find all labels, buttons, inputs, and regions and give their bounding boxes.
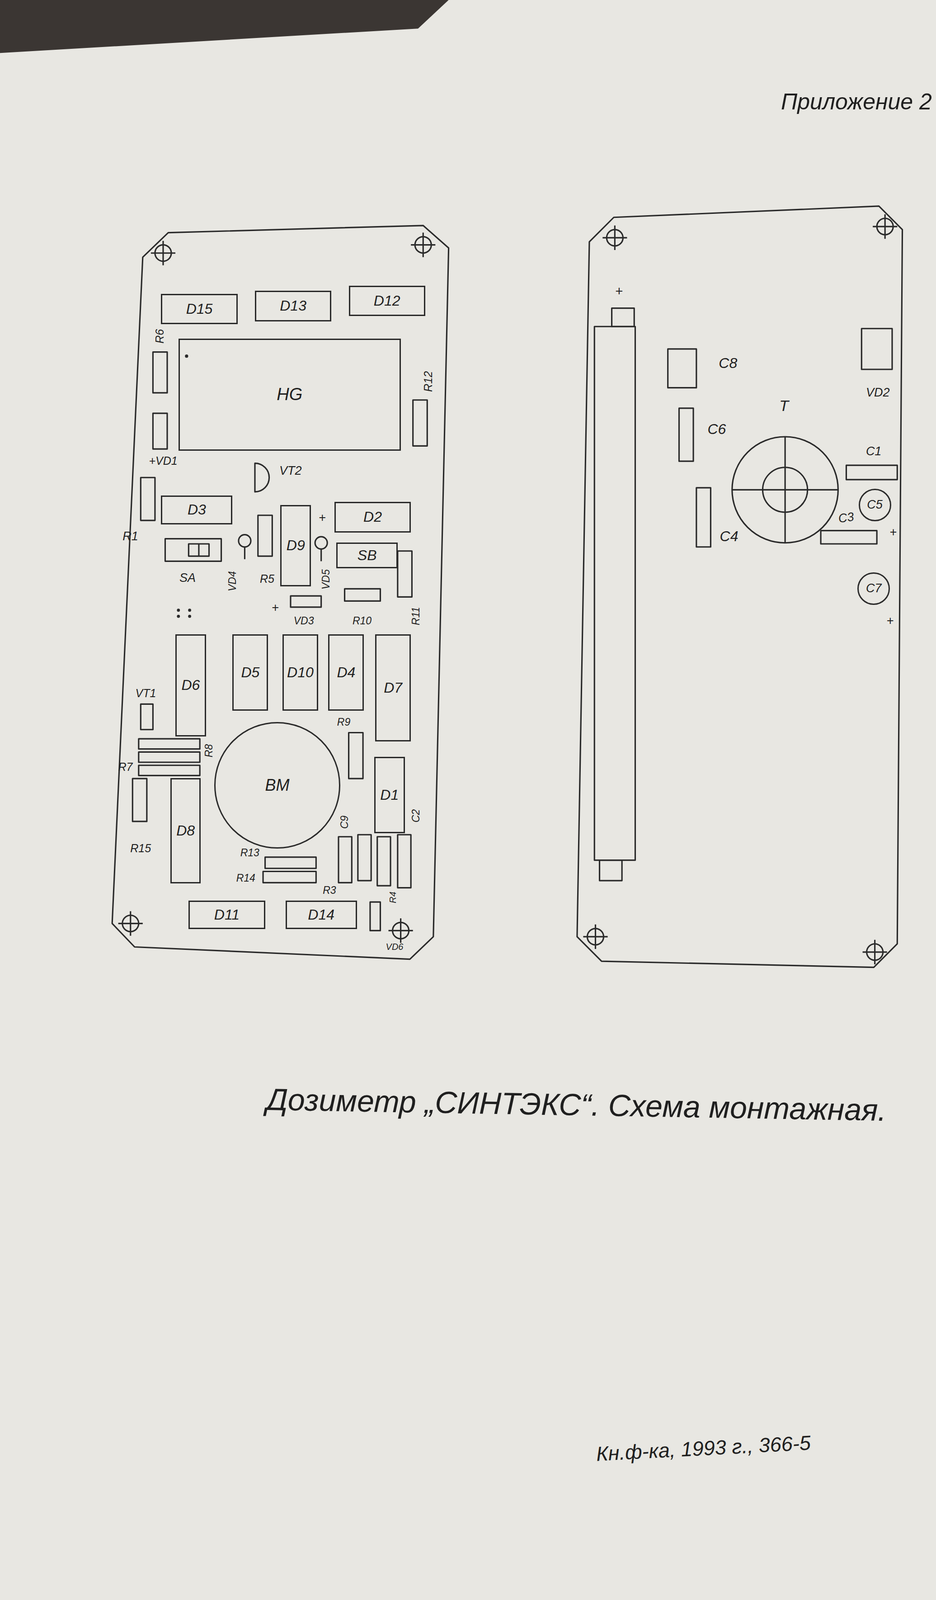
part-label: R3 bbox=[322, 884, 336, 896]
chip-outline: D3 bbox=[160, 495, 233, 524]
component-ref: D12 bbox=[373, 292, 401, 309]
pcb-outline bbox=[112, 225, 449, 960]
component-ref: D6 bbox=[181, 677, 200, 693]
component-ref: D15 bbox=[186, 301, 213, 317]
resistor-symbol bbox=[132, 352, 428, 931]
part-label: VD5 bbox=[320, 569, 332, 590]
chip-outline: D11 bbox=[188, 900, 265, 929]
part-label: R4 bbox=[387, 891, 398, 904]
part-label: C4 bbox=[719, 528, 739, 545]
component-circle: C5 bbox=[858, 488, 892, 522]
component-ref: D1 bbox=[380, 786, 399, 803]
part-label: R10 bbox=[352, 615, 372, 627]
part-label: C6 bbox=[707, 421, 726, 438]
part-label: C8 bbox=[718, 355, 738, 372]
part-label: R5 bbox=[259, 572, 275, 586]
chip-outline: SB bbox=[336, 542, 398, 568]
switch-symbol bbox=[164, 538, 222, 562]
part-label: + bbox=[889, 525, 897, 540]
component-ref: D10 bbox=[286, 664, 314, 681]
part-label: + bbox=[886, 614, 894, 628]
component-ref: C7 bbox=[865, 581, 882, 596]
part-label: VD6 bbox=[385, 941, 404, 952]
chip-outline: D5 bbox=[232, 634, 269, 711]
part-label: R13 bbox=[240, 846, 260, 859]
part-label: T bbox=[779, 397, 789, 414]
component-circle: BM bbox=[214, 721, 341, 849]
component-ref: D3 bbox=[187, 501, 207, 518]
chip-outline: D2 bbox=[334, 501, 411, 533]
diode-symbol bbox=[238, 534, 328, 562]
page-shadow bbox=[0, 0, 449, 53]
component-ref: D11 bbox=[214, 906, 240, 923]
chip-outline: D7 bbox=[375, 634, 411, 742]
component-ref: D14 bbox=[307, 906, 335, 923]
battery-symbol bbox=[594, 308, 635, 881]
chip-outline: D12 bbox=[348, 285, 426, 317]
part-label: +VD1 bbox=[148, 454, 178, 468]
component-ref: D7 bbox=[383, 679, 403, 696]
component-ref: D2 bbox=[363, 508, 382, 525]
chip-outline: D13 bbox=[254, 290, 332, 322]
chip-outline: D6 bbox=[175, 634, 207, 737]
part-label: VD4 bbox=[226, 571, 239, 592]
part-label: R15 bbox=[130, 841, 151, 855]
appendix-heading: Приложение 2 bbox=[780, 89, 932, 115]
part-label: R7 bbox=[117, 760, 133, 774]
part-label: C3 bbox=[837, 510, 855, 526]
capacitor-symbol bbox=[667, 328, 898, 547]
part-label: + bbox=[318, 511, 326, 525]
chip-outline: D4 bbox=[328, 634, 364, 711]
pcb-outline bbox=[577, 206, 903, 968]
chip-outline: D10 bbox=[282, 634, 319, 711]
part-label: VD3 bbox=[293, 615, 315, 627]
part-label: R11 bbox=[410, 606, 422, 626]
part-label: R8 bbox=[203, 743, 215, 758]
transformer-symbol bbox=[732, 436, 839, 543]
part-label: R9 bbox=[337, 716, 351, 728]
chip-outline: HG bbox=[178, 338, 401, 451]
part-label: VD2 bbox=[865, 385, 890, 400]
component-ref: BM bbox=[265, 776, 290, 795]
transistor-symbol bbox=[254, 463, 270, 492]
part-label: VT2 bbox=[279, 464, 302, 478]
component-ref: D8 bbox=[176, 822, 195, 839]
chip-outline: D14 bbox=[285, 900, 358, 929]
component-ref: C5 bbox=[866, 498, 883, 512]
component-ref: D13 bbox=[279, 297, 307, 314]
part-label: + bbox=[615, 284, 623, 299]
source-note: Кн.ф-ка, 1993 г., 366-5 bbox=[595, 1430, 812, 1465]
component-ref: SB bbox=[357, 547, 377, 564]
chip-outline: D8 bbox=[170, 777, 202, 883]
component-ref: D9 bbox=[286, 537, 306, 554]
chip-outline: D9 bbox=[280, 504, 311, 587]
part-label: R12 bbox=[422, 371, 435, 392]
part-label: + bbox=[271, 601, 279, 615]
part-label: R1 bbox=[122, 529, 139, 544]
component-ref: D4 bbox=[336, 664, 356, 681]
figure-caption: Дозиметр „СИНТЭКС“. Схема монтажная. bbox=[265, 1081, 887, 1127]
component-ref: D5 bbox=[240, 664, 260, 681]
part-label: R14 bbox=[236, 872, 256, 884]
part-label: C2 bbox=[410, 809, 422, 823]
part-label: SA bbox=[179, 571, 196, 585]
chip-outline: D1 bbox=[374, 756, 405, 833]
component-circle: C7 bbox=[857, 572, 890, 605]
part-label: C9 bbox=[338, 815, 351, 829]
mounting-hole bbox=[118, 214, 898, 965]
component-ref: HG bbox=[276, 385, 303, 405]
part-label: C1 bbox=[865, 444, 882, 459]
chip-outline: D15 bbox=[160, 293, 238, 325]
part-label: VT1 bbox=[135, 686, 157, 700]
part-label: R6 bbox=[153, 329, 167, 344]
